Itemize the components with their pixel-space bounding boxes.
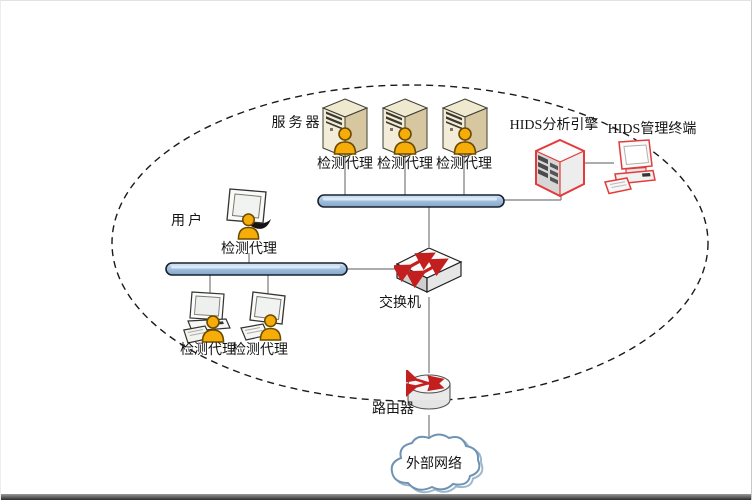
user-monitor-keyboard-icon [241,292,285,340]
server-group-label: 服务器 [271,116,323,131]
agent-label-user-2: 检测代理 [232,343,288,358]
user-segment-bus [165,262,348,276]
agent-label-user-1: 检测代理 [180,343,236,358]
switch-label: 交换机 [379,296,421,311]
hids-management-terminal-icon [604,139,656,195]
external-network-label: 外部网络 [406,457,462,472]
switch-icon [397,248,461,292]
cloud-icon [390,433,484,494]
hids-terminal-label: HIDS管理终端 [607,122,697,137]
page-bottom-border [1,494,751,500]
server-segment-bus [317,194,505,208]
user-desktop-icon [184,292,230,343]
server-tower-icon-3 [443,99,487,157]
hids-analysis-engine-icon [535,139,585,197]
server-tower-icon-1 [323,99,367,157]
user-group-label: 用户 [171,214,205,229]
server-tower-icon-2 [383,99,427,157]
agent-label-server-1: 检测代理 [317,157,373,172]
router-icon [408,375,450,409]
router-label: 路由器 [372,402,414,417]
user-workstation-icon [227,189,271,239]
agent-label-user-top: 检测代理 [221,242,277,257]
hids-engine-label: HIDS分析引擎 [509,118,599,133]
agent-label-server-3: 检测代理 [436,157,492,172]
agent-label-server-2: 检测代理 [377,157,433,172]
